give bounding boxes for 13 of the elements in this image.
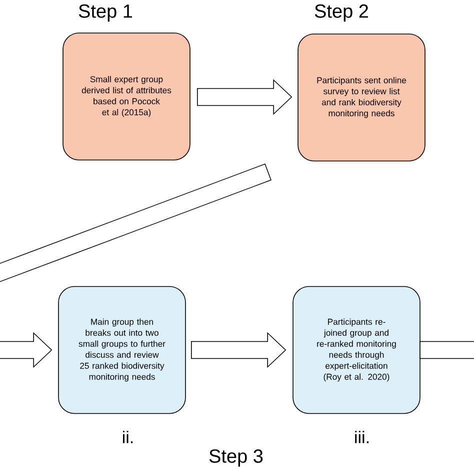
step-number: iii. (355, 430, 368, 444)
process-box: Participants re-joined group and re-ranked monitoring needs through expert-elicitation (Roy et al. 2020) (292, 286, 420, 414)
block-arrow (420, 341, 474, 359)
step-heading: Step 3 (209, 449, 263, 467)
block-arrow (197, 79, 292, 115)
process-box: Main group then breaks out into two small groups to further discuss and review 25 ranked biodiversity monitoring needs (58, 286, 186, 414)
step-heading: Step 2 (314, 4, 368, 22)
step-heading: Step 1 (78, 4, 132, 22)
block-arrow (0, 332, 52, 368)
process-box: Small expert group derived list of attributes based on Pocock et al (2015a) (62, 32, 190, 160)
process-box: Participants sent online survey to review list and rank biodiversity monitoring needs (298, 34, 426, 162)
step-number: ii. (123, 430, 133, 444)
block-arrow (191, 332, 286, 368)
